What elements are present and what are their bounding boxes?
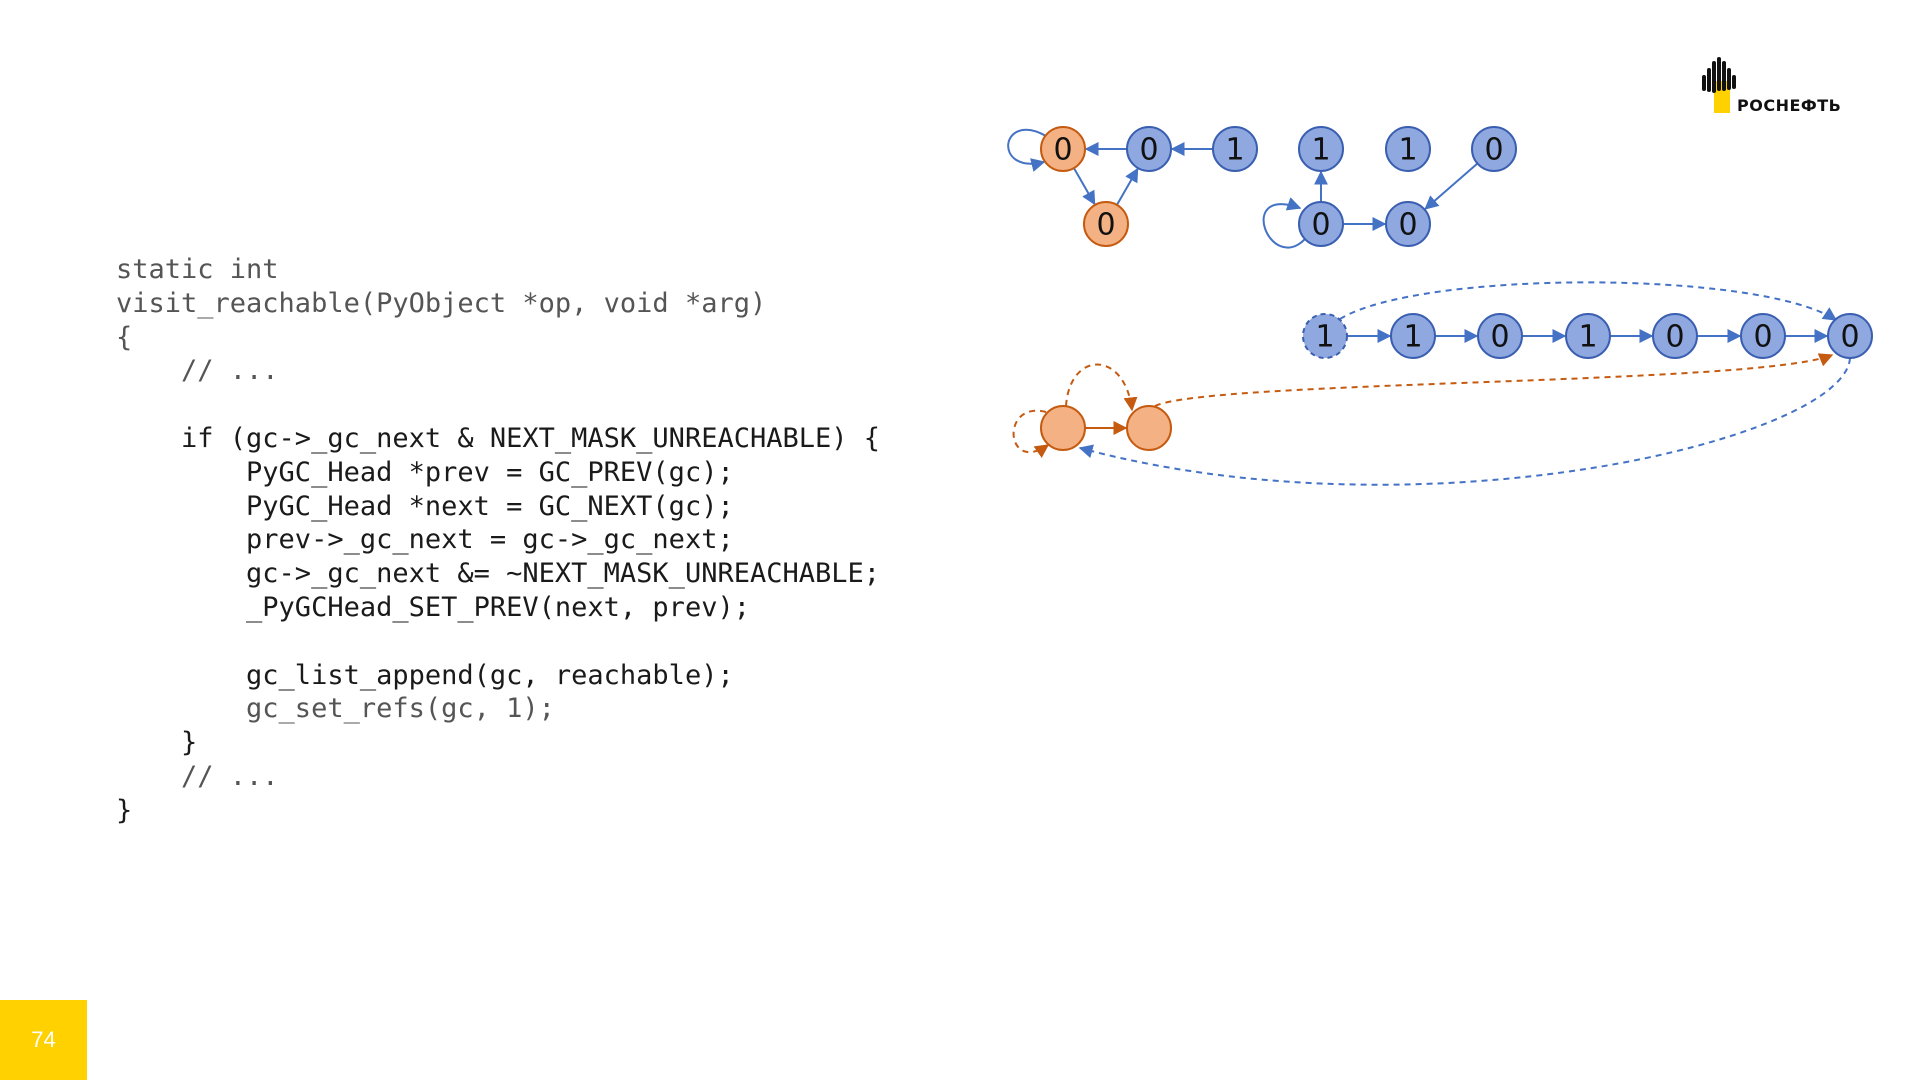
node-circle [1083, 201, 1129, 247]
edge-arrow [1116, 167, 1139, 206]
code-line: // ... [116, 760, 279, 792]
node-circle [1298, 201, 1344, 247]
node-label: 0 [1096, 208, 1115, 243]
node-label: 0 [1753, 320, 1772, 355]
dashed-arrow [1065, 363, 1138, 412]
dashed-arrow [1078, 357, 1851, 486]
node-circle [1302, 313, 1348, 359]
node-circle [1652, 313, 1698, 359]
node-circle [1385, 126, 1431, 172]
graph-node: 0 [1471, 126, 1517, 172]
dashed-arrow [1339, 281, 1838, 321]
edge-arrow [1073, 167, 1096, 206]
node-circle [1298, 126, 1344, 172]
logo-wordmark: РОСНЕФТЬ [1737, 96, 1842, 115]
graph-node: 0 [1126, 126, 1172, 172]
self-loop-arrow [1262, 197, 1306, 249]
node-label: 1 [1225, 133, 1244, 168]
node-circle [1740, 313, 1786, 359]
node-circle [1471, 126, 1517, 172]
graph-node: 0 [1298, 201, 1344, 247]
code-line: // ... [116, 355, 279, 387]
node-label: 1 [1403, 320, 1422, 355]
graph-node: 1 [1385, 126, 1431, 172]
node-circle [1212, 126, 1258, 172]
graph-node: 1 [1390, 313, 1436, 359]
node-circle [1477, 313, 1523, 359]
node-label: 1 [1311, 133, 1330, 168]
node-circle [1827, 313, 1873, 359]
node-circle [1126, 126, 1172, 172]
code-line: PyGC_Head *prev = GC_PREV(gc); [116, 456, 734, 488]
node-circle [1385, 201, 1431, 247]
code-line: { [116, 321, 133, 353]
graph-node: 0 [1652, 313, 1698, 359]
code-line: gc_list_append(gc, reachable); [116, 659, 734, 691]
code-line: } [116, 794, 133, 826]
edge-arrow [1424, 162, 1479, 210]
graph-node [1126, 405, 1172, 451]
node-label: 0 [1053, 133, 1072, 168]
code-line: } [116, 727, 198, 759]
graph-node: 1 [1298, 126, 1344, 172]
graph-node: 1 [1212, 126, 1258, 172]
graph-node: 0 [1740, 313, 1786, 359]
graph-node: 0 [1083, 201, 1129, 247]
code-line: PyGC_Head *next = GC_NEXT(gc); [116, 490, 734, 522]
code-line: _PyGCHead_SET_PREV(next, prev); [116, 591, 750, 623]
self-loop-arrow [1007, 128, 1047, 172]
node-label: 1 [1398, 133, 1417, 168]
node-label: 0 [1398, 208, 1417, 243]
node-label: 1 [1315, 320, 1334, 355]
node-label: 0 [1139, 133, 1158, 168]
node-circle [1565, 313, 1611, 359]
page-number: 74 [0, 1000, 87, 1080]
node-circle [1390, 313, 1436, 359]
self-loop-arrow [1012, 409, 1050, 458]
graph-node: 0 [1385, 201, 1431, 247]
code-line: gc->_gc_next &= ~NEXT_MASK_UNREACHABLE; [116, 558, 881, 590]
code-line: if (gc->_gc_next & NEXT_MASK_UNREACHABLE… [116, 422, 881, 454]
graph-node: 1 [1565, 313, 1611, 359]
node-label: 1 [1578, 320, 1597, 355]
node-label: 0 [1840, 320, 1859, 355]
graph-node [1040, 405, 1086, 451]
logo-mark [1702, 57, 1736, 113]
graph-node: 0 [1040, 126, 1086, 172]
code-line: static int [116, 254, 279, 285]
dashed-arrow [1154, 353, 1834, 407]
node-label: 0 [1484, 133, 1503, 168]
node-circle [1040, 126, 1086, 172]
graph-node: 0 [1477, 313, 1523, 359]
code-line: gc_set_refs(gc, 1); [116, 693, 555, 725]
code-line: prev->_gc_next = gc->_gc_next; [116, 524, 734, 556]
node-circle [1126, 405, 1172, 451]
node-label: 0 [1665, 320, 1684, 355]
code-line: visit_reachable(PyObject *op, void *arg) [116, 287, 767, 319]
graph-node: 1 [1302, 313, 1348, 359]
graph-node: 0 [1827, 313, 1873, 359]
company-logo [1700, 55, 1875, 120]
node-label: 0 [1311, 208, 1330, 243]
node-circle [1040, 405, 1086, 451]
node-label: 0 [1490, 320, 1509, 355]
